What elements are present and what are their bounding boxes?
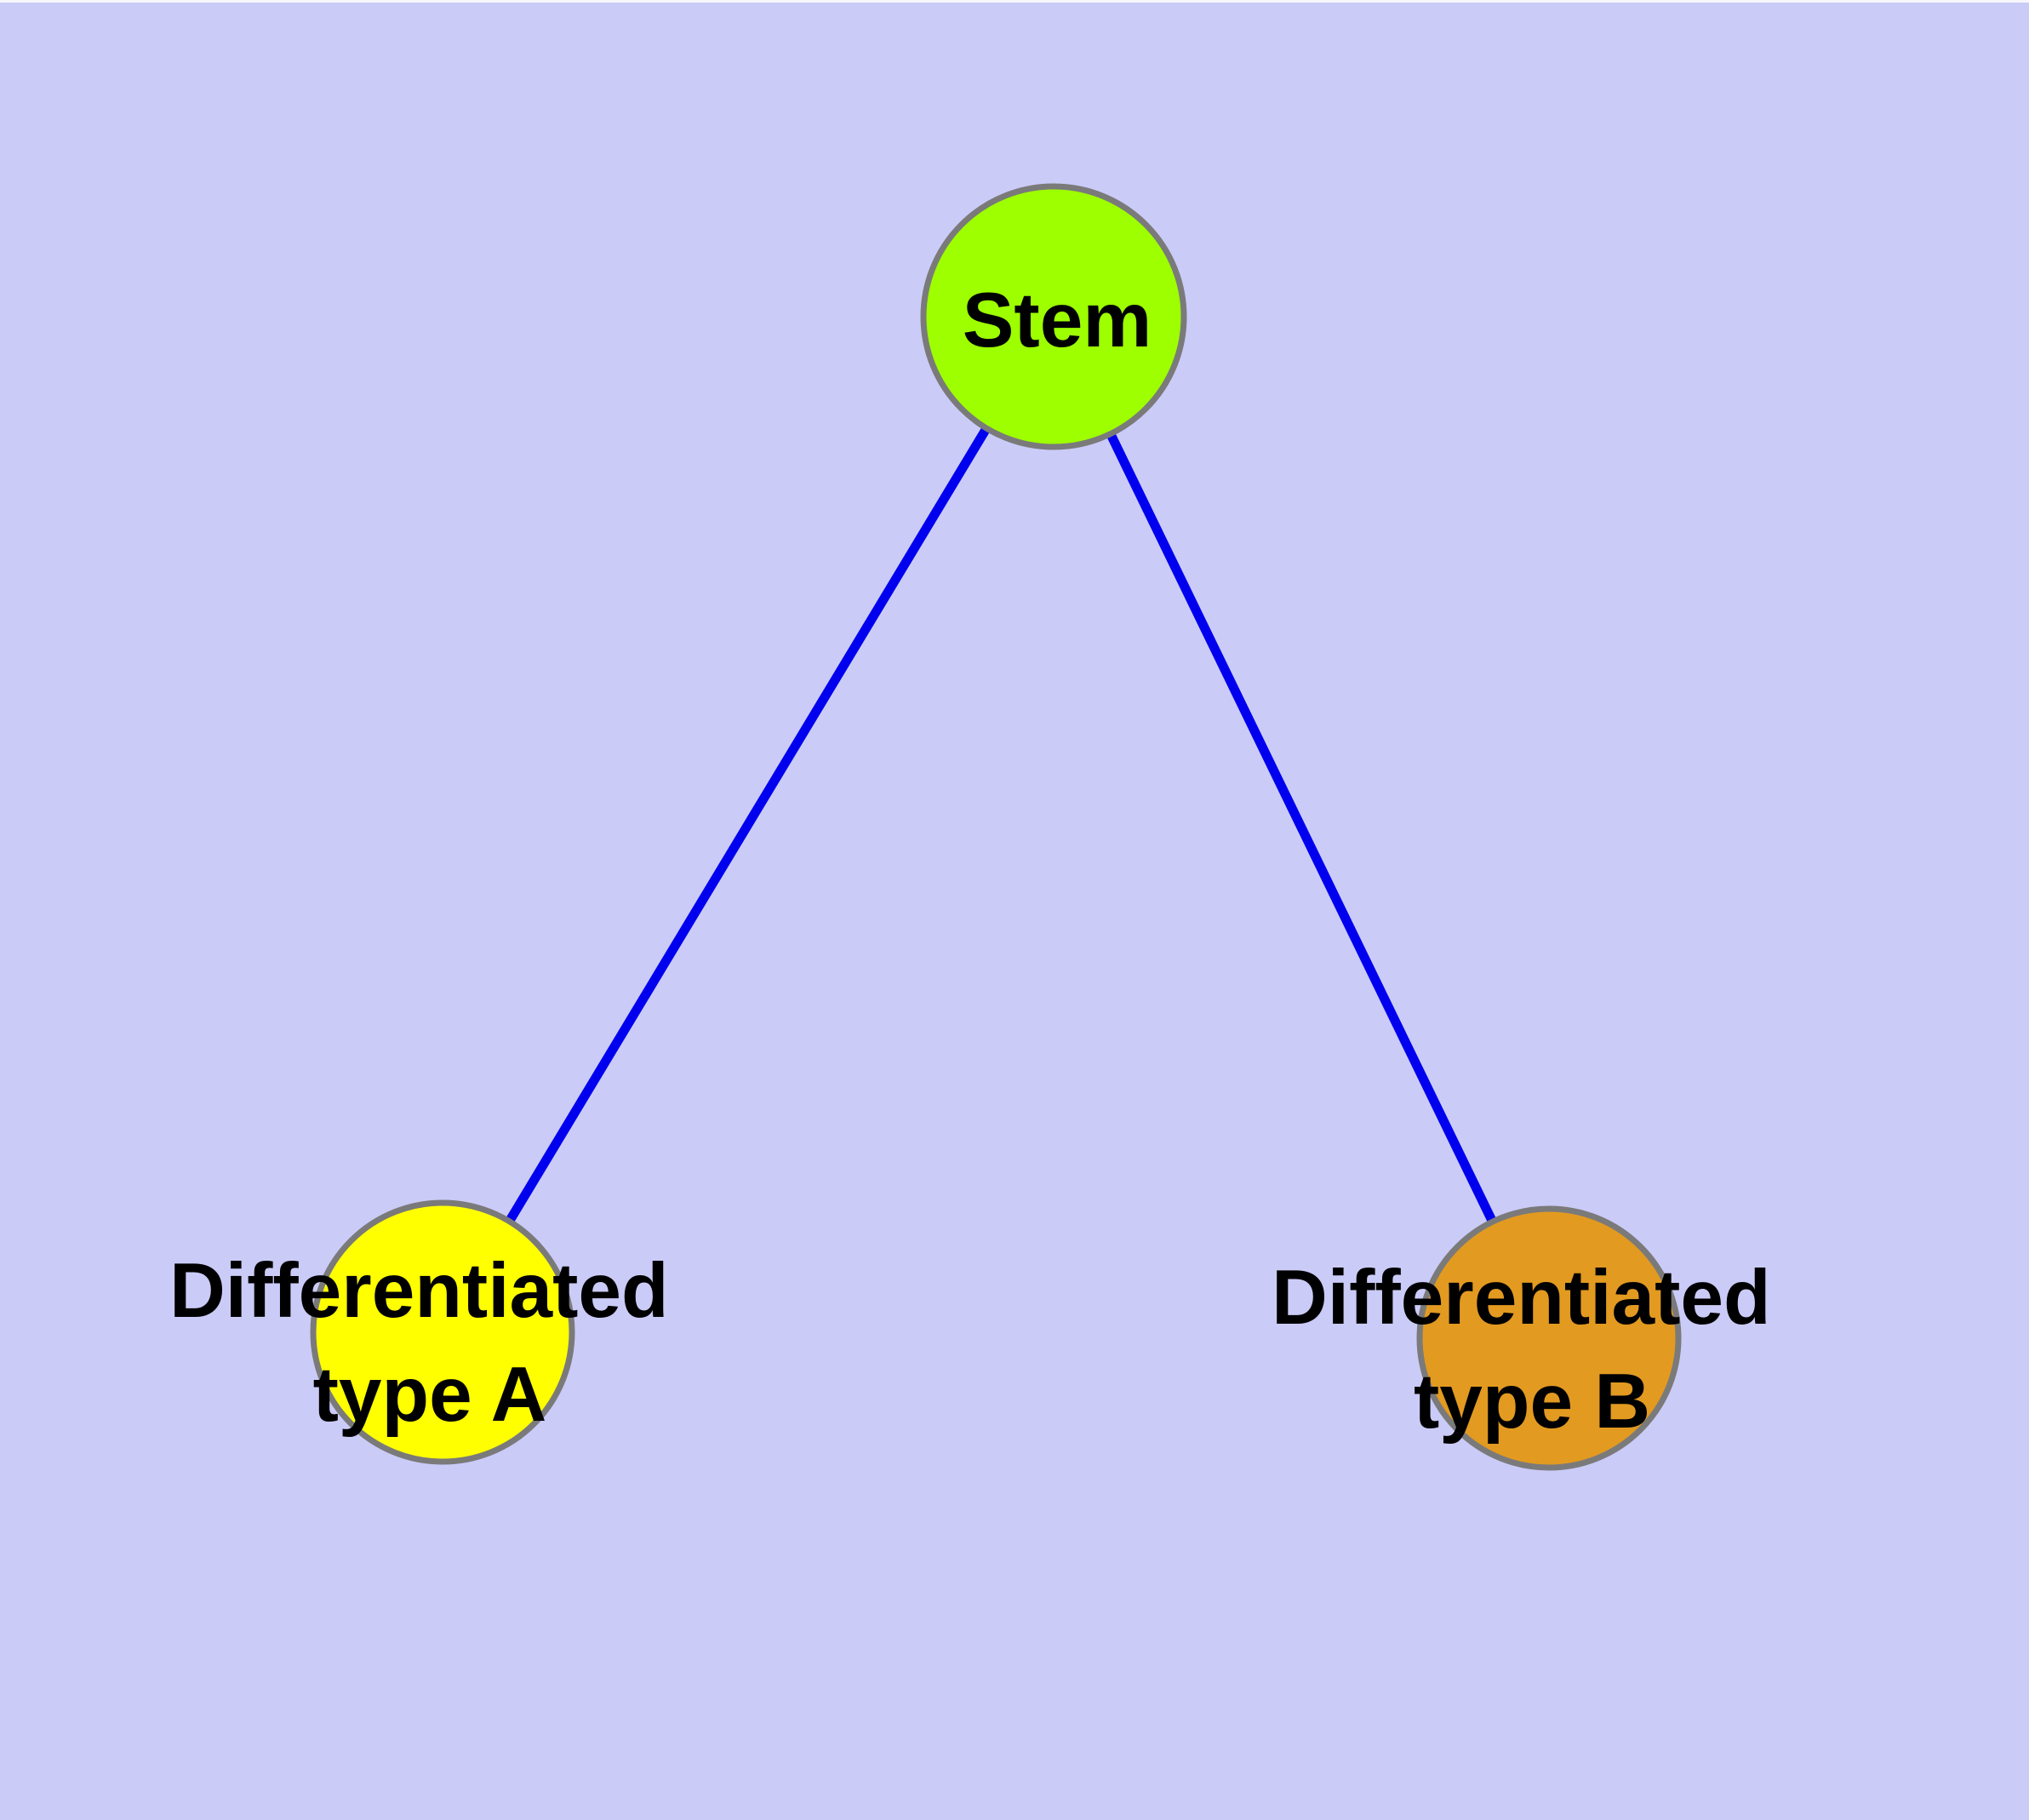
node-stem-label: Stem (963, 278, 1152, 363)
top-border-line (0, 0, 2029, 3)
edge-stem-to-type-b (1049, 314, 1553, 1341)
node-type-a-label: Differentiated type A (169, 1248, 690, 1438)
edge-stem-to-type-a (438, 314, 1058, 1335)
node-type-a-label-line2: type A (313, 1352, 547, 1438)
node-stem-circle (920, 183, 1187, 450)
node-type-b-label: Differentiated type B (1272, 1255, 1792, 1445)
node-type-b-label-line2: type B (1414, 1359, 1650, 1445)
node-type-a-label-line1: Differentiated (169, 1248, 669, 1334)
node-type-b-label-line1: Differentiated (1272, 1255, 1771, 1341)
node-type-b-circle (1416, 1205, 1682, 1471)
node-type-a-circle (310, 1199, 575, 1465)
